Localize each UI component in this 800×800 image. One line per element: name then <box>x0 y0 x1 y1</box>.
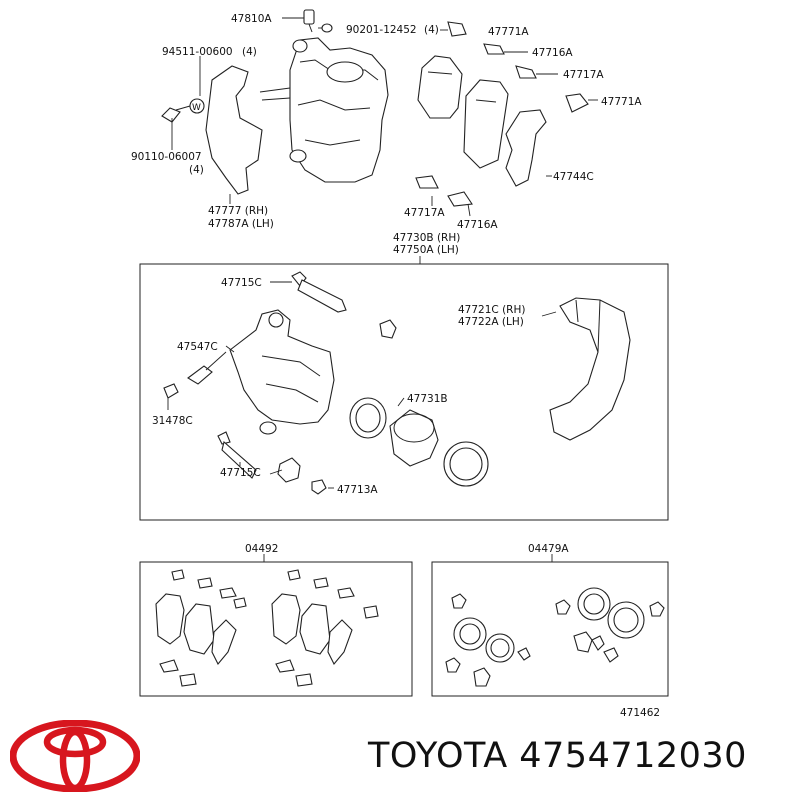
label-90110-qty: (4) <box>189 164 204 176</box>
label-31478c: 31478C <box>152 415 193 427</box>
label-47715c-top: 47715C <box>221 277 262 289</box>
label-47744c: 47744C <box>553 171 594 183</box>
label-47771a-top: 47771A <box>488 26 529 38</box>
leader-lines-middle <box>167 281 557 489</box>
label-47713a: 47713A <box>337 484 378 496</box>
label-47810a: 47810A <box>231 13 272 25</box>
caliper-assembly-drawing <box>163 271 631 495</box>
mounting-plate-47777-drawing <box>205 65 263 195</box>
kit-04479a-drawing <box>445 587 665 687</box>
label-47730b-rh: 47730B (RH) <box>393 232 460 244</box>
label-90110: 90110-06007 <box>131 151 202 163</box>
clips-top-drawing <box>415 21 589 207</box>
label-90201: 90201-12452 <box>346 24 417 36</box>
label-47750a-lh: 47750A (LH) <box>393 244 459 256</box>
kit-04492-box <box>139 561 413 697</box>
leader-lines-top <box>171 17 598 264</box>
label-90201-qty: (4) <box>424 24 439 36</box>
label-47715c-bot: 47715C <box>220 467 261 479</box>
shim-47744c-drawing <box>505 109 547 187</box>
brake-pads-top-drawing <box>417 55 509 169</box>
bolt-47810a-drawing <box>303 9 315 33</box>
label-47777-rh: 47777 (RH) <box>208 205 268 217</box>
label-47716a-mid: 47716A <box>457 219 498 231</box>
toyota-logo-icon <box>10 720 140 792</box>
bolt-90110-drawing <box>161 105 191 123</box>
label-04492: 04492 <box>245 543 278 555</box>
brand-part-number: TOYOTA 4754712030 <box>368 736 747 776</box>
washer-90201-drawing <box>321 23 333 33</box>
kit-04479a-box <box>431 561 669 697</box>
kit-04492-drawing <box>155 569 379 687</box>
caliper-top-drawing <box>259 37 389 183</box>
label-47547c: 47547C <box>177 341 218 353</box>
label-diagram-number: 471462 <box>620 707 660 719</box>
label-47731b: 47731B <box>407 393 448 405</box>
label-47717a-mid: 47717A <box>404 207 445 219</box>
label-04479a: 04479A <box>528 543 569 555</box>
washer-94511-drawing: W <box>189 98 205 114</box>
label-47717a-top: 47717A <box>563 69 604 81</box>
label-94511-qty: (4) <box>242 46 257 58</box>
label-94511: 94511-00600 <box>162 46 233 58</box>
label-47722a-lh: 47722A (LH) <box>458 316 524 328</box>
label-47721c-rh: 47721C (RH) <box>458 304 525 316</box>
label-47771a-2: 47771A <box>601 96 642 108</box>
svg-text:W: W <box>192 103 201 113</box>
label-47787a-lh: 47787A (LH) <box>208 218 274 230</box>
label-47716a-top: 47716A <box>532 47 573 59</box>
caliper-assembly-box <box>139 263 669 521</box>
